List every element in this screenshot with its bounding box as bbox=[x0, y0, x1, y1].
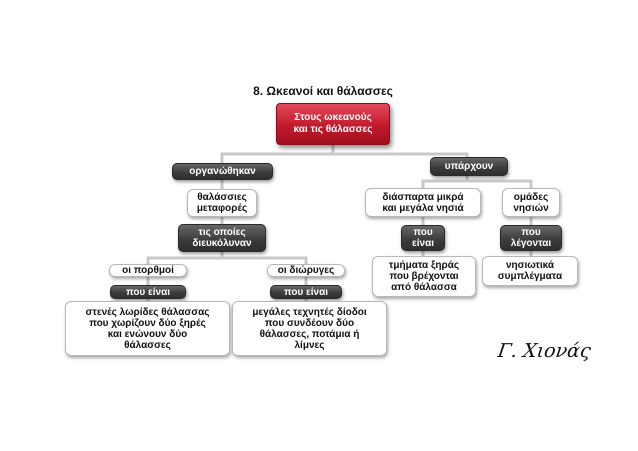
straits-node: οι πορθμοί bbox=[109, 264, 187, 277]
islands-node: διάσπαρτα μικρά και μεγάλα νησιά bbox=[365, 188, 481, 217]
root-node: Στους ωκεανούς και τις θάλασσες bbox=[276, 103, 390, 145]
straits-definition-node: στενές λωρίδες θάλασσας που χωρίζουν δύο… bbox=[65, 301, 230, 356]
islands-link-node: που είναι bbox=[401, 225, 445, 251]
straits-link-node: που είναι bbox=[110, 285, 186, 299]
canals-definition-node: μεγάλες τεχνητές δίοδοι που συνδέουν δύο… bbox=[232, 301, 387, 356]
island-groups-node: ομάδες νησιών bbox=[502, 188, 560, 217]
organized-node: οργανώθηκαν bbox=[172, 163, 273, 180]
exist-node: υπάρχουν bbox=[430, 157, 508, 176]
page-title: 8. Ωκεανοί και θάλασσες bbox=[253, 84, 393, 98]
sea-transport-node: θαλάσσιες μεταφορές bbox=[187, 189, 257, 217]
island-groups-definition-node: νησιωτικά συμπλέγματα bbox=[482, 256, 578, 286]
islands-definition-node: τμήματα ξηράς που βρέχονται από θάλασσα bbox=[372, 256, 476, 297]
canals-node: οι διώρυγες bbox=[267, 264, 345, 277]
author-signature: Γ. Χιονάς bbox=[496, 340, 593, 362]
canals-link-node: που είναι bbox=[270, 285, 342, 299]
island-groups-link-node: που λέγονται bbox=[500, 225, 562, 251]
which-facilitated-node: τις οποίες διευκόλυναν bbox=[178, 224, 266, 252]
